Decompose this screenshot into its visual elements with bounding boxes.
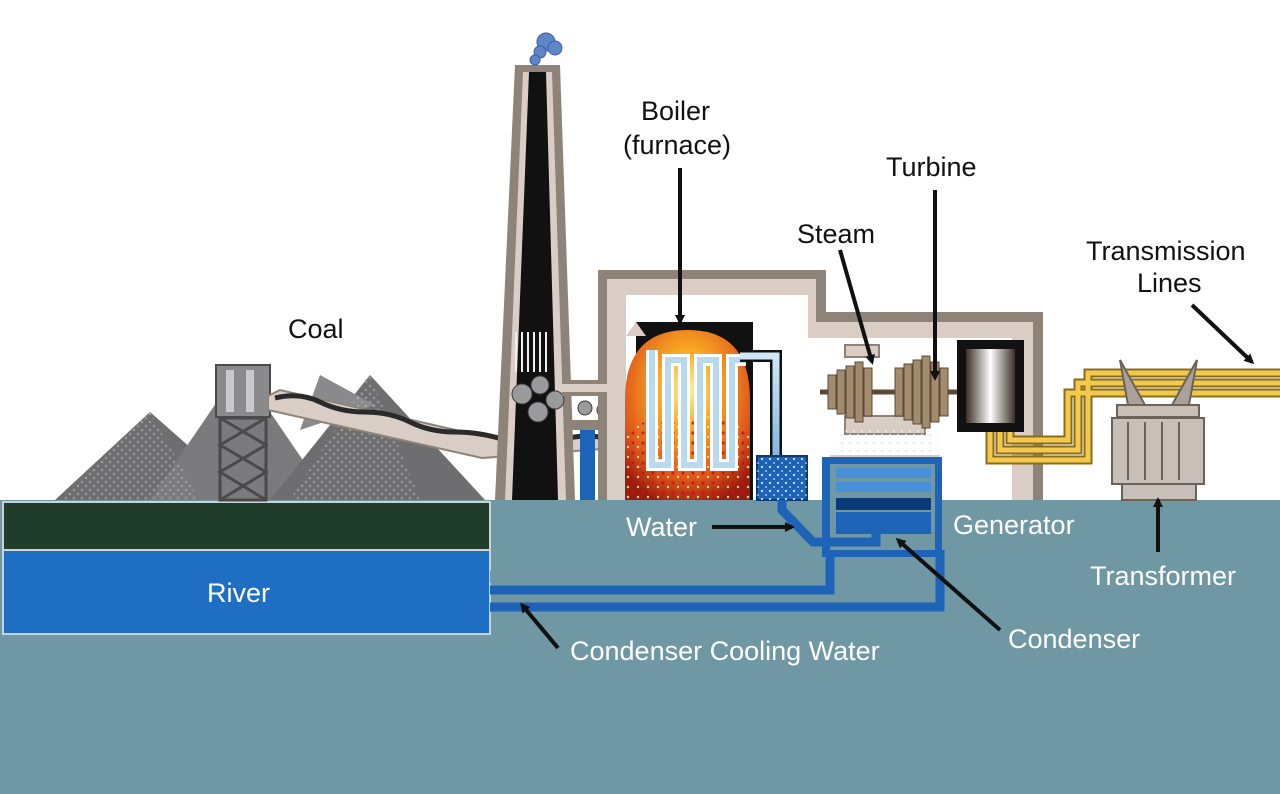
label-boiler-line2: (furnace)	[623, 130, 731, 160]
label-arrows	[520, 168, 1255, 650]
coal-tower	[215, 364, 271, 502]
steam-pipe	[740, 350, 782, 458]
cooling-water-pipe-inner	[490, 571, 820, 583]
label-condenser: Condenser	[1008, 624, 1140, 654]
cooling-water-arrow	[520, 602, 560, 650]
feedwater-tank	[570, 420, 808, 501]
steam-arrow	[838, 249, 875, 365]
label-water: Water	[626, 512, 697, 542]
label-condenser-cooling-water: Condenser Cooling Water	[570, 636, 880, 666]
condenser-arrow	[895, 538, 1002, 632]
label-generator: Generator	[953, 510, 1075, 540]
label-boiler-line1: Boiler	[641, 96, 710, 126]
smokestack	[495, 65, 612, 500]
label-coal: Coal	[288, 314, 344, 344]
generator-icon	[957, 340, 1024, 432]
label-transformer: Transformer	[1090, 561, 1236, 591]
label-steam: Steam	[797, 219, 875, 249]
water-pipes	[490, 500, 945, 612]
transmission-arrow	[1190, 303, 1255, 365]
transformer-icon	[1111, 359, 1205, 501]
river-bank	[2, 501, 491, 551]
river	[2, 549, 491, 635]
label-river: River	[207, 578, 270, 608]
label-turbine: Turbine	[886, 152, 977, 182]
label-transmission-line2: Lines	[1137, 268, 1202, 298]
label-transmission-line1: Transmission	[1086, 236, 1246, 266]
smoke-puff-icon	[529, 32, 563, 66]
boiler-furnace	[625, 322, 753, 500]
